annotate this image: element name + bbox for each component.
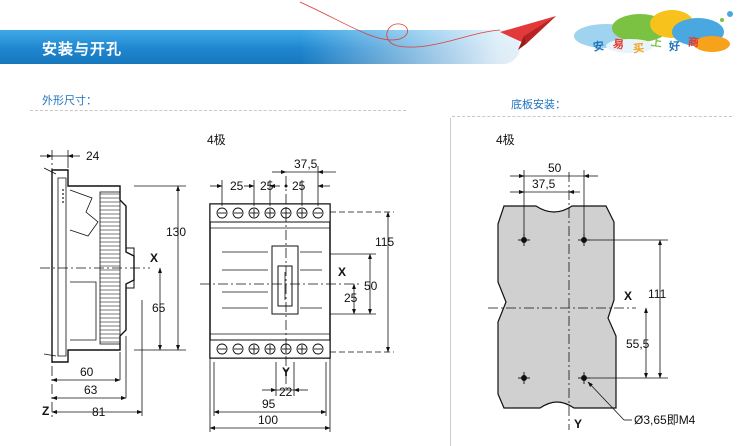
side-view: X Z 24 130 65 60 63 81 <box>40 149 186 420</box>
dim-mount-37-5: 37,5 <box>532 177 556 191</box>
dim-37-5: 37,5 <box>294 157 318 171</box>
dim-25: 25 <box>344 291 358 305</box>
mount-y-label: Y <box>574 417 582 431</box>
dim-95: 95 <box>262 397 276 411</box>
dim-50: 50 <box>364 279 378 293</box>
section-divider <box>450 118 451 446</box>
front-body-outline <box>209 203 331 359</box>
outline-caption-underline <box>30 110 406 111</box>
brand-bubbles <box>574 10 733 53</box>
mounting-caption-underline <box>452 116 732 117</box>
dim-115: 115 <box>375 235 394 249</box>
dim-65: 65 <box>152 301 166 315</box>
dim-mount-55-5: 55,5 <box>626 337 650 351</box>
decor-curve <box>300 1 501 48</box>
dim-24: 24 <box>86 149 100 163</box>
dim-81: 81 <box>92 405 106 419</box>
dim-130: 130 <box>166 225 186 239</box>
bottom-terminals <box>216 343 324 355</box>
dim-spacing-2: 25 <box>260 179 274 193</box>
side-body-outline <box>51 169 135 363</box>
side-z-label: Z <box>42 404 49 418</box>
mount-x-label: X <box>624 289 632 303</box>
banner-decoration <box>300 1 733 53</box>
mounting-plate <box>497 205 617 409</box>
dim-100: 100 <box>258 413 278 427</box>
dim-22: 22 <box>279 385 293 399</box>
dim-mount-111: 111 <box>648 287 667 301</box>
hole-callout: Ø3,65即M4 <box>634 413 696 427</box>
mounting-holes <box>518 234 590 384</box>
mounting-view: Y X 50 37,5 111 55,5 Ø3,65即M4 <box>488 161 696 431</box>
front-y-label: Y <box>282 365 290 379</box>
dim-spacing-3: 25 <box>292 179 306 193</box>
dim-mount-50: 50 <box>548 161 562 175</box>
dim-63: 63 <box>84 383 98 397</box>
mounting-caption: 底板安装： <box>511 98 566 111</box>
section-title: 安装与开孔 <box>42 40 123 58</box>
outline-pole-label: 4极 <box>207 133 226 147</box>
paper-plane-icon <box>500 16 556 50</box>
front-x-label: X <box>338 265 346 279</box>
dim-spacing-1: 25 <box>230 179 244 193</box>
dim-60: 60 <box>80 365 94 379</box>
outline-caption: 外形尺寸： <box>42 94 97 107</box>
side-x-label: X <box>150 251 158 265</box>
mounting-pole-label: 4极 <box>496 133 515 147</box>
front-view: X Y 25 25 25 37,5 115 50 25 <box>200 157 394 432</box>
